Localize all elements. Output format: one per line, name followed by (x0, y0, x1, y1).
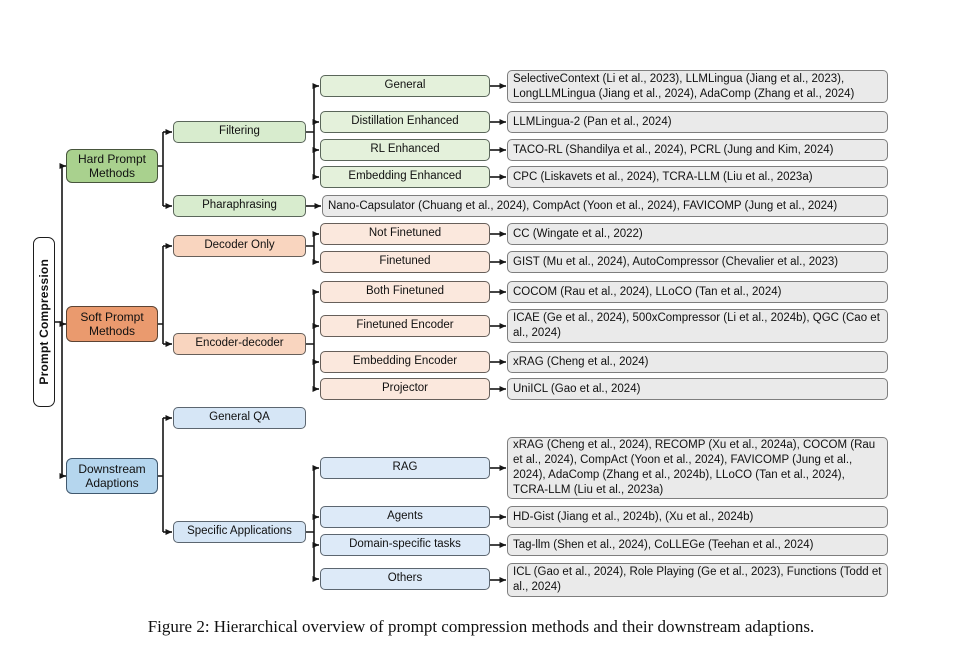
node-downstream-adaptions: Downstream Adaptions (66, 458, 158, 494)
figure-caption: Figure 2: Hierarchical overview of promp… (147, 617, 815, 636)
leaf-general-refs: SelectiveContext (Li et al., 2023), LLML… (507, 70, 888, 103)
node-projector: Projector (320, 378, 490, 400)
node-filtering: Filtering (173, 121, 306, 143)
node-finetuned-encoder: Finetuned Encoder (320, 315, 490, 337)
leaf-finetuned-encoder-refs: ICAE (Ge et al., 2024), 500xCompressor (… (507, 309, 888, 343)
node-distillation-enhanced: Distillation Enhanced (320, 111, 490, 133)
connector-soft-children (158, 243, 172, 347)
connector-filtering-children (306, 83, 319, 180)
node-general: General (320, 75, 490, 97)
connector-specific-applications-children (306, 465, 319, 582)
node-encoder-decoder: Encoder-decoder (173, 333, 306, 355)
connector-root-branches (55, 163, 66, 479)
leaf-both-finetuned-refs: COCOM (Rau et al., 2024), LLoCO (Tan et … (507, 281, 888, 303)
leaf-domain-specific-tasks-refs: Tag-llm (Shen et al., 2024), CoLLEGe (Te… (507, 534, 888, 556)
node-rl-enhanced: RL Enhanced (320, 139, 490, 161)
node-hard-prompt-methods: Hard Prompt Methods (66, 149, 158, 183)
node-rag: RAG (320, 457, 490, 479)
leaf-rag-refs: xRAG (Cheng et al., 2024), RECOMP (Xu et… (507, 437, 888, 499)
node-soft-prompt-methods: Soft Prompt Methods (66, 306, 158, 342)
leaf-others-refs: ICL (Gao et al., 2024), Role Playing (Ge… (507, 563, 888, 597)
leaf-embedding-enhanced-refs: CPC (Liskavets et al., 2024), TCRA-LLM (… (507, 166, 888, 188)
node-both-finetuned: Both Finetuned (320, 281, 490, 303)
leaf-pharaphrasing-refs: Nano-Capsulator (Chuang et al., 2024), C… (322, 195, 888, 217)
node-decoder-only: Decoder Only (173, 235, 306, 257)
node-others: Others (320, 568, 490, 590)
node-general-qa: General QA (173, 407, 306, 429)
leaf-finetuned-refs: GIST (Mu et al., 2024), AutoCompressor (… (507, 251, 888, 273)
node-finetuned: Finetuned (320, 251, 490, 273)
node-embedding-enhanced: Embedding Enhanced (320, 166, 490, 188)
connector-encoder-decoder-children (306, 289, 319, 392)
node-embedding-encoder: Embedding Encoder (320, 351, 490, 373)
leaf-distillation-enhanced-refs: LLMLingua-2 (Pan et al., 2024) (507, 111, 888, 133)
leaf-not-finetuned-refs: CC (Wingate et al., 2022) (507, 223, 888, 245)
node-not-finetuned: Not Finetuned (320, 223, 490, 245)
connector-downstream-children (158, 415, 172, 535)
node-specific-applications: Specific Applications (173, 521, 306, 543)
node-pharaphrasing: Pharaphrasing (173, 195, 306, 217)
node-domain-specific-tasks: Domain-specific tasks (320, 534, 490, 556)
connector-leaf-arrows (306, 83, 506, 583)
leaf-projector-refs: UniICL (Gao et al., 2024) (507, 378, 888, 400)
leaf-embedding-encoder-refs: xRAG (Cheng et al., 2024) (507, 351, 888, 373)
node-agents: Agents (320, 506, 490, 528)
root-label: Prompt Compression (36, 259, 51, 385)
leaf-agents-refs: HD-Gist (Jiang et al., 2024b), (Xu et al… (507, 506, 888, 528)
connector-decoder-children (306, 231, 319, 265)
leaf-rl-enhanced-refs: TACO-RL (Shandilya et al., 2024), PCRL (… (507, 139, 888, 161)
connector-hard-children (158, 129, 172, 209)
node-prompt-compression: Prompt Compression (33, 237, 55, 407)
